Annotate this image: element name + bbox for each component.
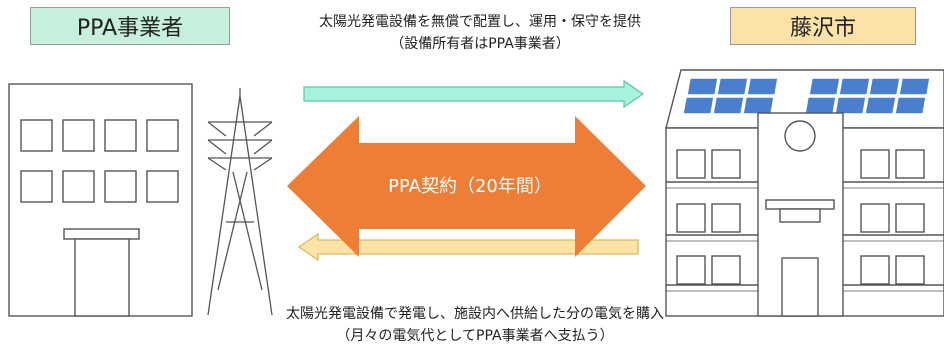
- top-caption-line1: 太陽光発電設備を無償で配置し、運用・保守を提供: [319, 14, 641, 30]
- contract-double-arrow: [287, 116, 646, 257]
- service-flow-arrow: [303, 79, 645, 109]
- bottom-caption-line1: 太陽光発電設備で発電し、施設内へ供給した分の電気を購入: [286, 306, 664, 322]
- transmission-tower-icon: [207, 88, 273, 316]
- solar-panel-icon: [682, 77, 931, 115]
- contract-label: PPA契約（20年間）: [388, 176, 552, 197]
- bottom-caption: 太陽光発電設備で発電し、施設内へ供給した分の電気を購入 （月々の電気代としてPP…: [170, 303, 780, 347]
- bottom-caption-line2: （月々の電気代としてPPA事業者へ支払う）: [336, 328, 614, 344]
- ppa-operator-label: PPA事業者: [30, 7, 230, 45]
- payment-flow-arrow: [297, 232, 639, 262]
- top-caption-line2: （設備所有者はPPA事業者）: [390, 36, 570, 52]
- city-facility-building-icon: [665, 69, 944, 317]
- operator-building-icon: [8, 83, 193, 317]
- top-caption: 太陽光発電設備を無償で配置し、運用・保守を提供 （設備所有者はPPA事業者）: [220, 11, 740, 55]
- city-label: 藤沢市: [730, 7, 916, 45]
